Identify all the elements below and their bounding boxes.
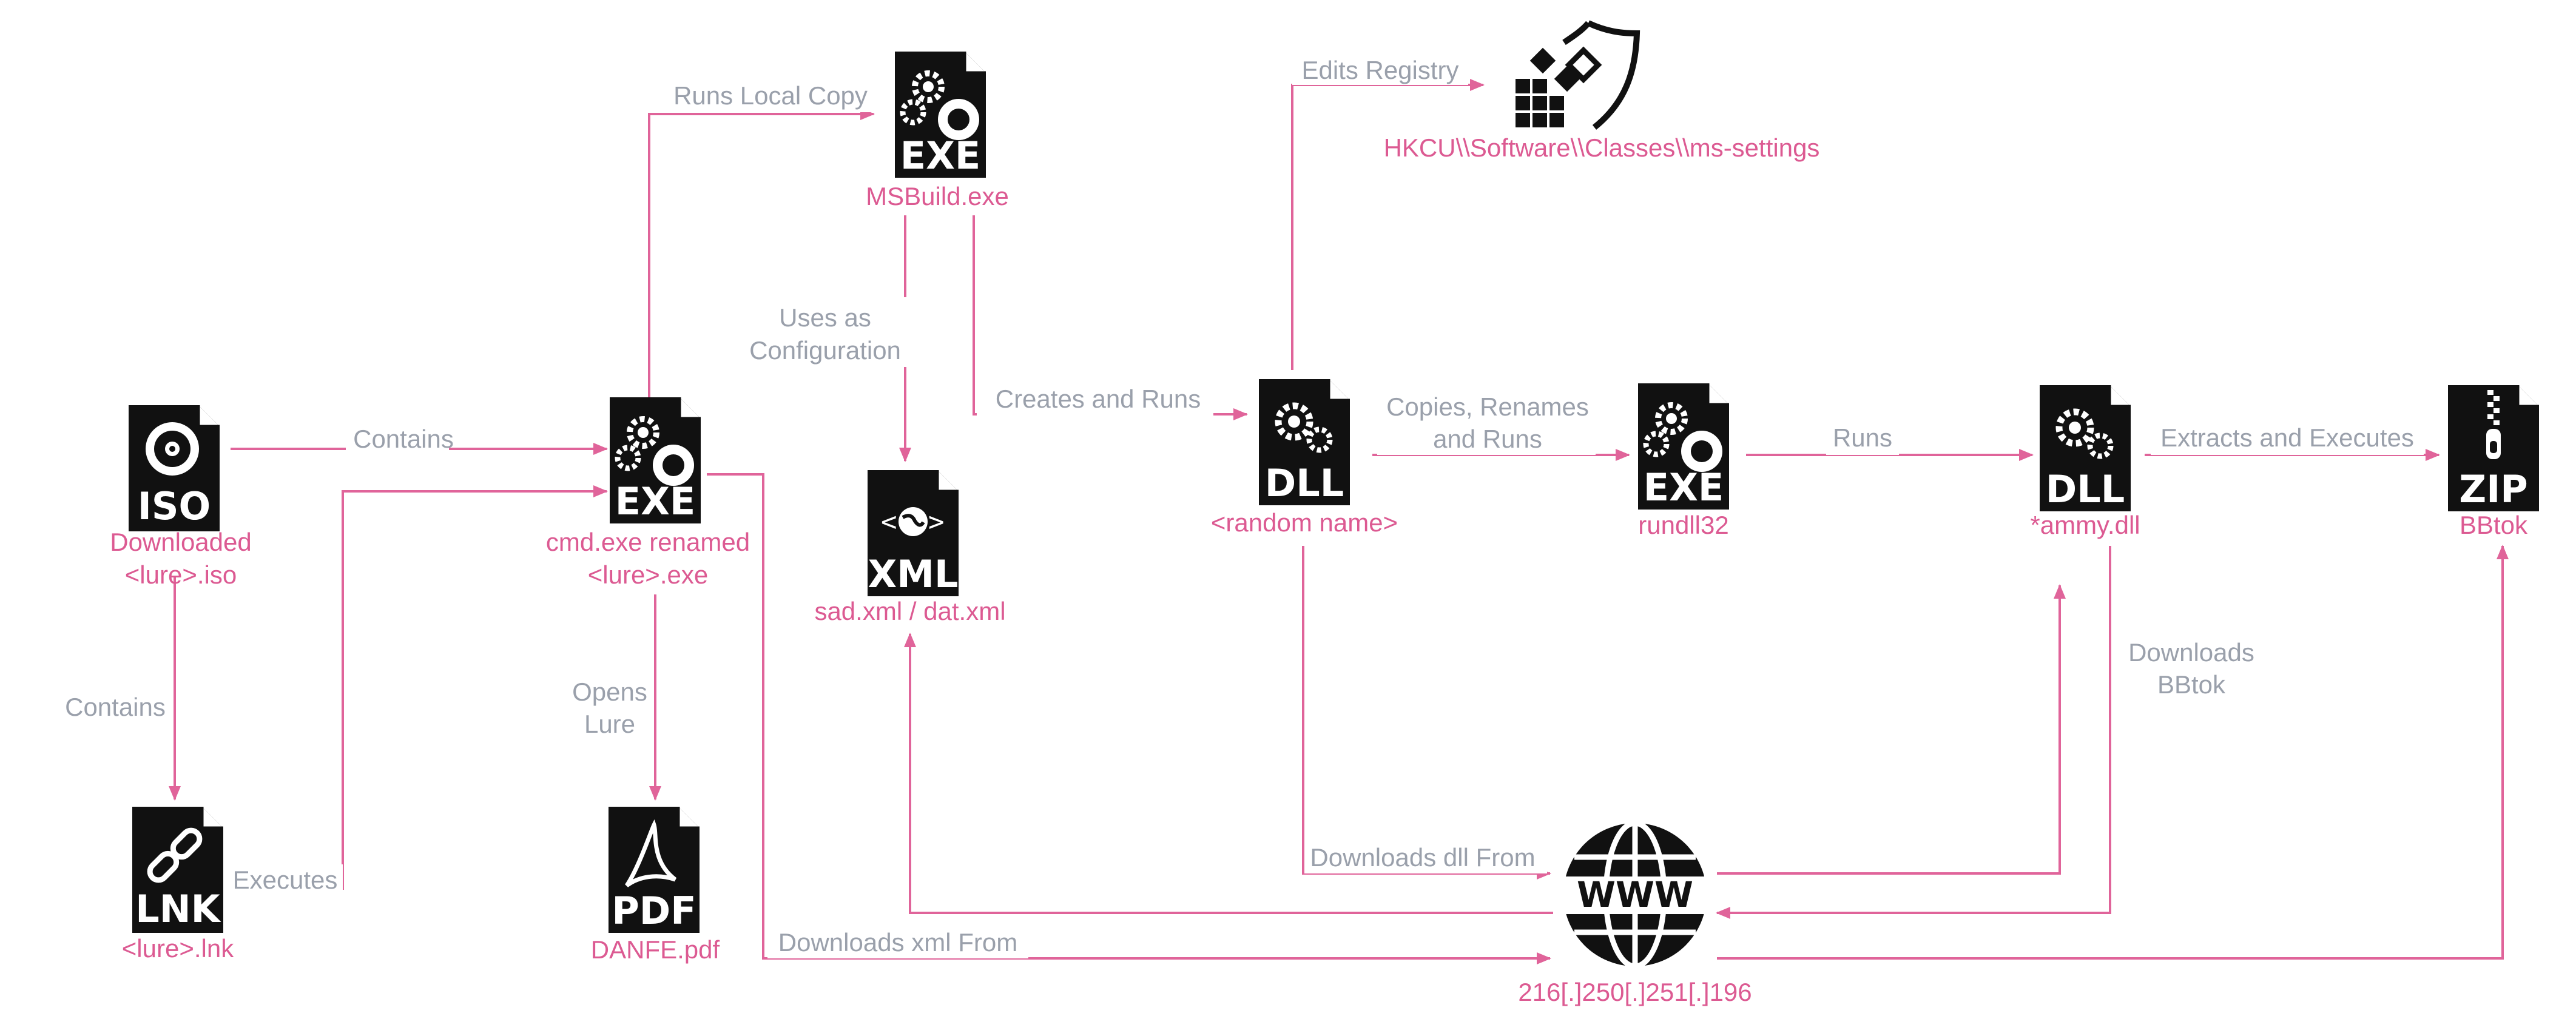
globe-code-file-icon: < > XML	[868, 470, 959, 596]
edge-label-msbuild-creates-dll: Creates and Runs	[996, 385, 1201, 413]
www-globe-icon: WWW	[1556, 820, 1714, 969]
edge-label-ammy-extracts-zip: Extracts and Executes	[2160, 423, 2414, 452]
edge-label-cmd-downloads-xml: Downloads xml From	[778, 928, 1017, 957]
node-pdf-label: DANFE.pdf	[591, 935, 720, 964]
edge-label-iso-contains-cmd: Contains	[353, 425, 454, 453]
edge-www-to-xml	[904, 633, 1553, 914]
gears-file-icon: DLL	[2040, 385, 2131, 511]
node-rundll32-label: rundll32	[1638, 511, 1728, 539]
gears-file-icon: EXE	[610, 397, 701, 523]
node-msbuild[interactable]: EXE MSBuild.exe	[866, 52, 1009, 210]
zipper-file-icon: ZIP	[2448, 385, 2539, 511]
node-xml-label: sad.xml / dat.xml	[814, 597, 1005, 625]
edge-label-cmd-opens-pdf-1: Opens	[572, 678, 647, 706]
cmd-tag: EXE	[615, 479, 696, 523]
node-ammy-dll-label: *ammy.dll	[2030, 511, 2140, 539]
edge-ammy-downloads-bbtok	[1716, 546, 2111, 919]
edge-label-ammy-downloads-bbtok-2: BBtok	[2157, 670, 2226, 699]
node-zip[interactable]: ZIP BBtok	[2448, 385, 2539, 539]
node-cmd[interactable]: EXE cmd.exe renamed <lure>.exe	[546, 397, 750, 589]
edge-www-to-ammy	[1717, 584, 2066, 875]
edge-label-cmd-opens-pdf-2: Lure	[584, 710, 635, 738]
svg-text:<: <	[881, 506, 897, 537]
lnk-tag: LNK	[135, 887, 221, 931]
dll-random-tag: DLL	[1265, 461, 1344, 505]
acrobat-file-icon: PDF	[609, 807, 700, 933]
svg-text:>: >	[928, 506, 945, 537]
edge-cmd-downloads-xml	[707, 473, 1551, 964]
pdf-tag: PDF	[612, 889, 696, 933]
ammy-tag: DLL	[2046, 467, 2125, 511]
iso-tag: ISO	[138, 484, 211, 528]
node-xml[interactable]: < > XML sad.xml / dat.xml	[814, 470, 1006, 625]
edge-label-dll-edits-registry: Edits Registry	[1301, 56, 1458, 84]
edge-label-lnk-executes-cmd: Executes	[233, 866, 338, 894]
edge-label-cmd-runs-msbuild: Runs Local Copy	[673, 81, 868, 110]
node-msbuild-label: MSBuild.exe	[866, 182, 1009, 210]
node-zip-label: BBtok	[2460, 511, 2528, 539]
www-tag: WWW	[1577, 874, 1693, 915]
gears-file-icon: EXE	[1638, 383, 1729, 510]
edge-label-dll-copies-rundll-1: Copies, Renames	[1386, 392, 1589, 421]
node-iso-label-1: Downloaded	[110, 528, 252, 556]
edge-cmd-runs-msbuild	[648, 108, 875, 397]
node-rundll32[interactable]: EXE rundll32	[1638, 383, 1729, 539]
gears-file-icon: DLL	[1259, 379, 1350, 505]
node-iso[interactable]: ISO Downloaded <lure>.iso	[110, 405, 252, 589]
edge-label-msbuild-uses-xml-2: Configuration	[749, 336, 901, 365]
node-registry-label: HKCU\\Software\\Classes\\ms-settings	[1384, 133, 1820, 162]
edge-label-dll-downloads-from: Downloads dll From	[1310, 843, 1535, 872]
edge-dll-edits-registry	[1291, 79, 1485, 370]
edge-www-to-zip	[1717, 545, 2509, 960]
node-registry[interactable]: HKCU\\Software\\Classes\\ms-settings	[1384, 20, 1820, 162]
node-cmd-label-2: <lure>.exe	[588, 560, 708, 589]
node-pdf[interactable]: PDF DANFE.pdf	[591, 807, 720, 964]
node-www[interactable]: WWW 216[.]250[.]251[.]196	[1518, 820, 1752, 1006]
edge-label-iso-contains-lnk: Contains	[65, 693, 166, 721]
msbuild-tag: EXE	[900, 133, 981, 178]
gears-file-icon: EXE	[895, 52, 986, 178]
rundll32-tag: EXE	[1644, 465, 1724, 510]
disc-file-icon: ISO	[129, 405, 220, 531]
edge-label-rundll-runs-ammy: Runs	[1833, 423, 1892, 452]
edge-label-msbuild-uses-xml-1: Uses as	[779, 303, 871, 332]
edge-labels: Contains Contains Executes Runs Local Co…	[58, 55, 2424, 958]
node-iso-label-2: <lure>.iso	[125, 560, 237, 589]
edge-label-ammy-downloads-bbtok-1: Downloads	[2128, 638, 2254, 667]
node-lnk[interactable]: LNK <lure>.lnk	[122, 807, 234, 963]
node-ammy-dll[interactable]: DLL *ammy.dll	[2030, 385, 2140, 539]
node-cmd-label-1: cmd.exe renamed	[546, 528, 750, 556]
node-lnk-label: <lure>.lnk	[122, 934, 234, 963]
zip-tag: ZIP	[2459, 467, 2527, 511]
chain-link-file-icon: LNK	[132, 807, 223, 933]
shield-registry-icon	[1516, 20, 1640, 130]
node-www-label: 216[.]250[.]251[.]196	[1518, 978, 1752, 1006]
xml-tag: XML	[868, 552, 958, 596]
edge-dll-downloads-from	[1302, 546, 1551, 880]
node-dll-random[interactable]: DLL <random name>	[1211, 379, 1398, 537]
edge-label-dll-copies-rundll-2: and Runs	[1433, 425, 1542, 453]
node-dll-random-label: <random name>	[1211, 508, 1398, 537]
